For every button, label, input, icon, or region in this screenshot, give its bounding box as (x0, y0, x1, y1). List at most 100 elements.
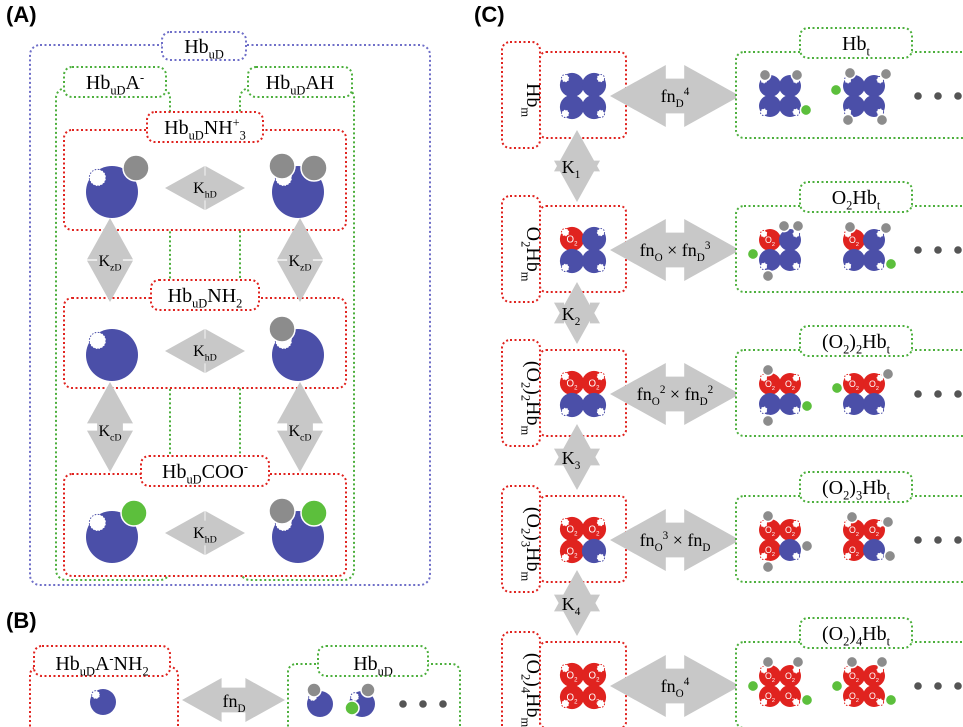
amine-ligand (800, 539, 814, 553)
panel-c-ellipsis-1 (934, 92, 942, 100)
binding-site-notch (843, 698, 852, 707)
binding-site-notch (560, 109, 570, 119)
fn-d-arrow (182, 678, 285, 722)
binding-site-notch (560, 263, 570, 273)
hbud-a-minus-title: HbuDA- (86, 70, 144, 97)
o2-label: O2 (765, 379, 775, 392)
panel-c-left-label-box-3 (501, 339, 541, 447)
hbud-ah-title: HbuDAH (266, 72, 335, 98)
o2-label: O2 (589, 378, 601, 391)
hbud-ah-title-box (247, 66, 353, 98)
binding-site-notch (843, 373, 852, 382)
o2-label: O2 (849, 671, 859, 684)
panel-b-ellipsis (419, 700, 427, 708)
binding-site-notch (792, 262, 801, 271)
kc-arrow-right (277, 382, 323, 472)
kh-constant-2: KhD (193, 343, 217, 363)
binding-site-notch (792, 108, 801, 117)
o2-label: O2 (765, 235, 775, 248)
o2-label: O2 (849, 691, 859, 704)
binding-site-notch (560, 517, 570, 527)
o2-label: O2 (589, 524, 601, 537)
amine-ligand (875, 113, 889, 127)
panel-a-row-title-box-2 (150, 279, 260, 311)
panel-c-step-constant-4: K4 (562, 594, 581, 618)
binding-site-notch (88, 513, 107, 532)
binding-site-notch (560, 227, 570, 237)
hbud-outer-title: HbuD (184, 36, 224, 62)
panel-c-right-title-box-4 (799, 471, 913, 503)
panel-c-tetramer-box-2 (539, 205, 627, 293)
binding-site-notch (876, 552, 885, 561)
o2-label: O2 (567, 234, 579, 247)
o2-label: O2 (765, 671, 775, 684)
kz-arrow-right (277, 218, 323, 302)
panel-a-row-title-3: HbuDCOO- (162, 459, 248, 486)
amine-ligand (843, 220, 857, 234)
carboxyl-ligand (799, 103, 813, 117)
panel-c-arrow-label-4: fnO3 × fnD (640, 530, 711, 554)
amine-ligand (306, 682, 322, 698)
kh-arrow-2 (165, 329, 245, 373)
carboxyl-ligand (829, 83, 843, 97)
fn-d-label: fnD (222, 691, 245, 715)
kz-constant-left: KzD (98, 253, 121, 273)
panel-c-left-label-box-2 (501, 195, 541, 303)
amine-ligand (845, 510, 859, 524)
panel-c-ellipsis-1 (914, 92, 922, 100)
o2-label: O2 (869, 671, 879, 684)
kh-constant-1: KhD (193, 180, 217, 200)
panel-c-label: (C) (474, 2, 505, 27)
panel-c-ellipsis-5 (914, 682, 922, 690)
amine-ligand (268, 497, 296, 525)
amine-ligand (761, 655, 775, 669)
binding-site-notch (560, 663, 570, 673)
panel-c-left-label-4: (O2)3Hbm (518, 507, 544, 582)
panel-c-step-arrow-4 (554, 570, 600, 636)
panel-c-right-title-1: Hbt (842, 33, 870, 59)
binding-site-notch (560, 699, 570, 709)
carboxyl-ligand (120, 499, 148, 527)
o2-label: O2 (849, 545, 859, 558)
o2-label: O2 (849, 379, 859, 392)
panel-c-left-label-3: (O2)2Hbm (518, 361, 544, 436)
binding-site-notch (88, 168, 107, 187)
panel-c-right-title-box-1 (799, 27, 913, 59)
hbud-a-minus-title-box (63, 66, 167, 98)
binding-site-notch (596, 227, 606, 237)
binding-site-notch (759, 229, 768, 238)
binding-site-notch (876, 406, 885, 415)
kc-constant-left: KcD (98, 423, 121, 443)
panel-c-ellipsis-2 (954, 246, 962, 254)
amine-ligand (777, 219, 791, 233)
carboxyl-ligand (746, 247, 760, 261)
amine-ligand (883, 549, 897, 563)
panel-c-arrow-label-1: fnD4 (661, 86, 690, 110)
panel-c-ellipsis-5 (934, 682, 942, 690)
binding-site-notch (759, 552, 768, 561)
o2-label: O2 (785, 671, 795, 684)
amine-ligand (300, 154, 328, 182)
panel-c-arrow-label-2: fnO × fnD3 (640, 240, 711, 264)
binding-site-notch (596, 263, 606, 273)
panel-c-ellipsis-5 (954, 682, 962, 690)
binding-site-notch (560, 371, 570, 381)
o2-label: O2 (567, 692, 579, 705)
amine-ligand (845, 655, 859, 669)
o2-label: O2 (567, 524, 579, 537)
panel-a-row-title-box-1 (146, 111, 264, 143)
binding-site-notch (876, 698, 885, 707)
binding-site-notch (759, 262, 768, 271)
amine-ligand (875, 655, 889, 669)
binding-site-notch (560, 73, 570, 83)
panel-b-right-title-box (317, 645, 429, 677)
panel-c-step-constant-1: K1 (562, 157, 581, 181)
panel-c-right-title-box-2 (799, 181, 913, 213)
amine-ligand (841, 113, 855, 127)
panel-c-arrow-1 (610, 65, 740, 127)
carboxyl-ligand (746, 679, 760, 693)
hbud-outer-title-box (161, 31, 247, 61)
binding-site-notch (596, 517, 606, 527)
panel-c-left-label-box-1 (501, 41, 541, 149)
